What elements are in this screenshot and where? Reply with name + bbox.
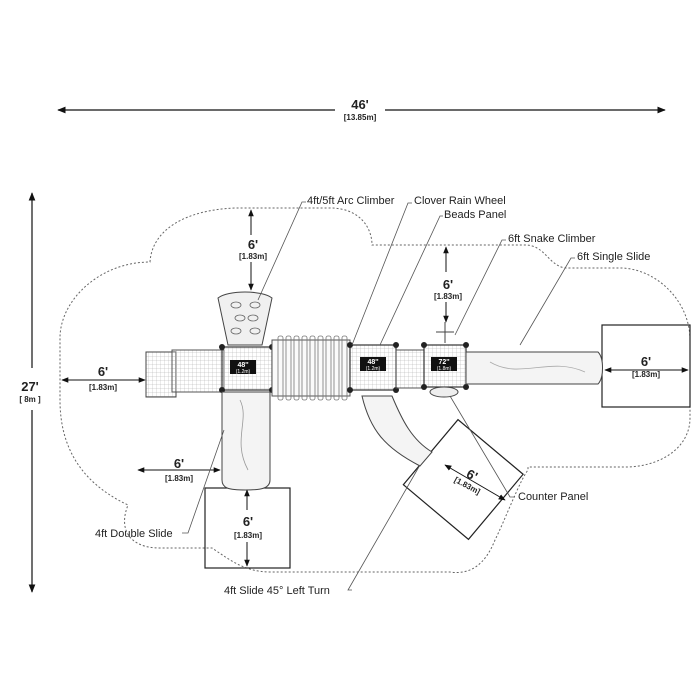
clearance-double-side-m: [1.83m]: [165, 474, 193, 483]
tunnel-rib: [333, 335, 340, 401]
callout-counter-panel: Counter Panel: [518, 491, 588, 503]
entry-panel: [145, 351, 177, 398]
use-zone-outline: [59, 207, 691, 574]
clearance-snake-m: [1.83m]: [434, 292, 462, 301]
tunnel-ribs: [277, 335, 348, 401]
tunnel-bridge: [271, 339, 351, 397]
platform-2-metric: (1.2m): [366, 366, 381, 372]
overall-width-m: [13.85m]: [344, 113, 377, 122]
callout-rain-wheel: Clover Rain Wheel: [414, 195, 506, 207]
clearance-double-end-ft: 6': [243, 514, 253, 529]
tunnel-rib: [317, 335, 324, 401]
platform-3-height: 72'': [438, 359, 449, 366]
clearance-top-m: [1.83m]: [239, 252, 267, 261]
clearance-double-end: 6' [1.83m]: [234, 489, 262, 567]
clearance-left-m: [1.83m]: [89, 383, 117, 392]
callout-snake-climber: 6ft Snake Climber: [508, 233, 596, 245]
single-slide-texture: [489, 361, 586, 373]
clearance-left: 6' [1.83m]: [61, 364, 146, 392]
platform-1-badge: [230, 360, 256, 374]
overall-depth-dimension: 27' [ 8m ]: [19, 192, 41, 593]
callout-arc-climber: 4ft/5ft Arc Climber: [307, 195, 395, 207]
platform-3-badge: [431, 357, 457, 371]
clearance-top-ft: 6': [248, 237, 258, 252]
tunnel-rib: [301, 335, 308, 401]
turn-slide: [361, 395, 433, 467]
clearance-top: 6' [1.83m]: [239, 209, 267, 291]
clearance-left-ft: 6': [98, 364, 108, 379]
platform-2-height: 48'': [367, 359, 378, 366]
tunnel-rib: [341, 335, 348, 401]
platform-2-badge: [360, 357, 386, 371]
platform-3-posts: [421, 342, 469, 390]
overall-width-dimension: 46' [13.85m]: [57, 97, 666, 122]
platform-2-posts: [347, 342, 399, 393]
clearance-turn: 6' [1.83m]: [444, 464, 506, 501]
arc-climber-holds: [230, 301, 261, 335]
clearance-double-end-m: [1.83m]: [234, 531, 262, 540]
clearance-double-side: 6' [1.83m]: [137, 456, 221, 483]
overall-depth-m: [ 8m ]: [19, 395, 41, 404]
platform-3-metric: (1.8m): [437, 366, 452, 372]
callout-beads-panel: Beads Panel: [444, 209, 506, 221]
clearance-right-m: [1.83m]: [632, 370, 660, 379]
platform-connector: [395, 349, 425, 389]
overall-width-ft: 46': [351, 97, 369, 112]
double-slide: [221, 391, 271, 491]
tunnel-rib: [277, 335, 284, 401]
callout-single-slide: 6ft Single Slide: [577, 251, 650, 263]
platform-1-metric: (1.2m): [236, 369, 251, 375]
left-deck: [171, 349, 225, 393]
clearance-double-side-ft: 6': [174, 456, 184, 471]
double-slide-chute-line: [239, 399, 249, 471]
platform-1-height: 48'': [237, 362, 248, 369]
tunnel-rib: [285, 335, 292, 401]
tunnel-rib: [325, 335, 332, 401]
tunnel-rib: [309, 335, 316, 401]
callout-leaders: [182, 201, 575, 591]
overall-depth-ft: 27': [21, 379, 39, 394]
callout-slide-turn: 4ft Slide 45° Left Turn: [224, 585, 330, 597]
clearance-right-ft: 6': [641, 354, 651, 369]
snake-climber: [436, 322, 454, 343]
clearance-snake: 6' [1.83m]: [434, 246, 462, 323]
clearance-snake-ft: 6': [443, 277, 453, 292]
counter-panel: [429, 386, 459, 398]
callout-double-slide: 4ft Double Slide: [95, 528, 173, 540]
clearance-right: 6' [1.83m]: [604, 354, 689, 379]
tunnel-rib: [293, 335, 300, 401]
